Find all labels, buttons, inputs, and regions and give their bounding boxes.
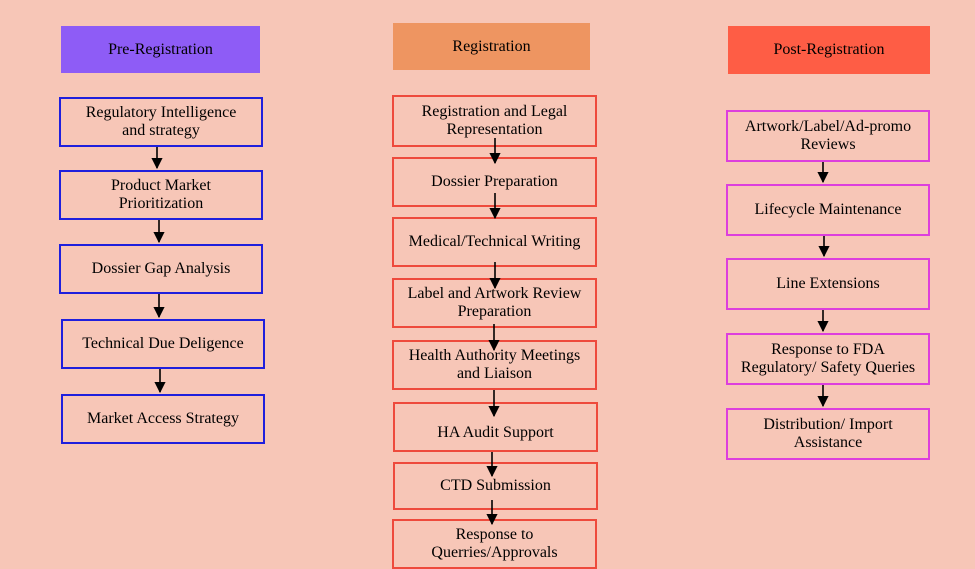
step-ctd-submission: CTD Submission [393,462,598,510]
step-label-artwork-review: Label and Artwork Review Preparation [392,278,597,328]
step-regulatory-intelligence: Regulatory Intelligence and strategy [59,97,263,147]
step-market-access-strategy: Market Access Strategy [61,394,265,444]
step-technical-due-diligence: Technical Due Deligence [61,319,265,369]
step-line-extensions: Line Extensions [726,258,930,310]
step-dossier-gap-analysis: Dossier Gap Analysis [59,244,263,294]
step-product-market-prioritization: Product Market Prioritization [59,170,263,220]
step-response-to-fda: Response to FDA Regulatory/ Safety Queri… [726,333,930,385]
step-distribution-import: Distribution/ Import Assistance [726,408,930,460]
step-registration-legal-representation: Registration and Legal Representation [392,95,597,147]
pre-registration-header: Pre-Registration [61,26,260,73]
registration-header: Registration [393,23,590,70]
step-medical-technical-writing: Medical/Technical Writing [392,217,597,267]
step-artwork-label-reviews: Artwork/Label/Ad-promo Reviews [726,110,930,162]
step-response-to-queries: Response to Querries/Approvals [392,519,597,569]
step-ha-audit-support: HA Audit Support [393,402,598,452]
post-registration-header: Post-Registration [728,26,930,74]
step-health-authority-meetings: Health Authority Meetings and Liaison [392,340,597,390]
step-dossier-preparation: Dossier Preparation [392,157,597,207]
step-lifecycle-maintenance: Lifecycle Maintenance [726,184,930,236]
